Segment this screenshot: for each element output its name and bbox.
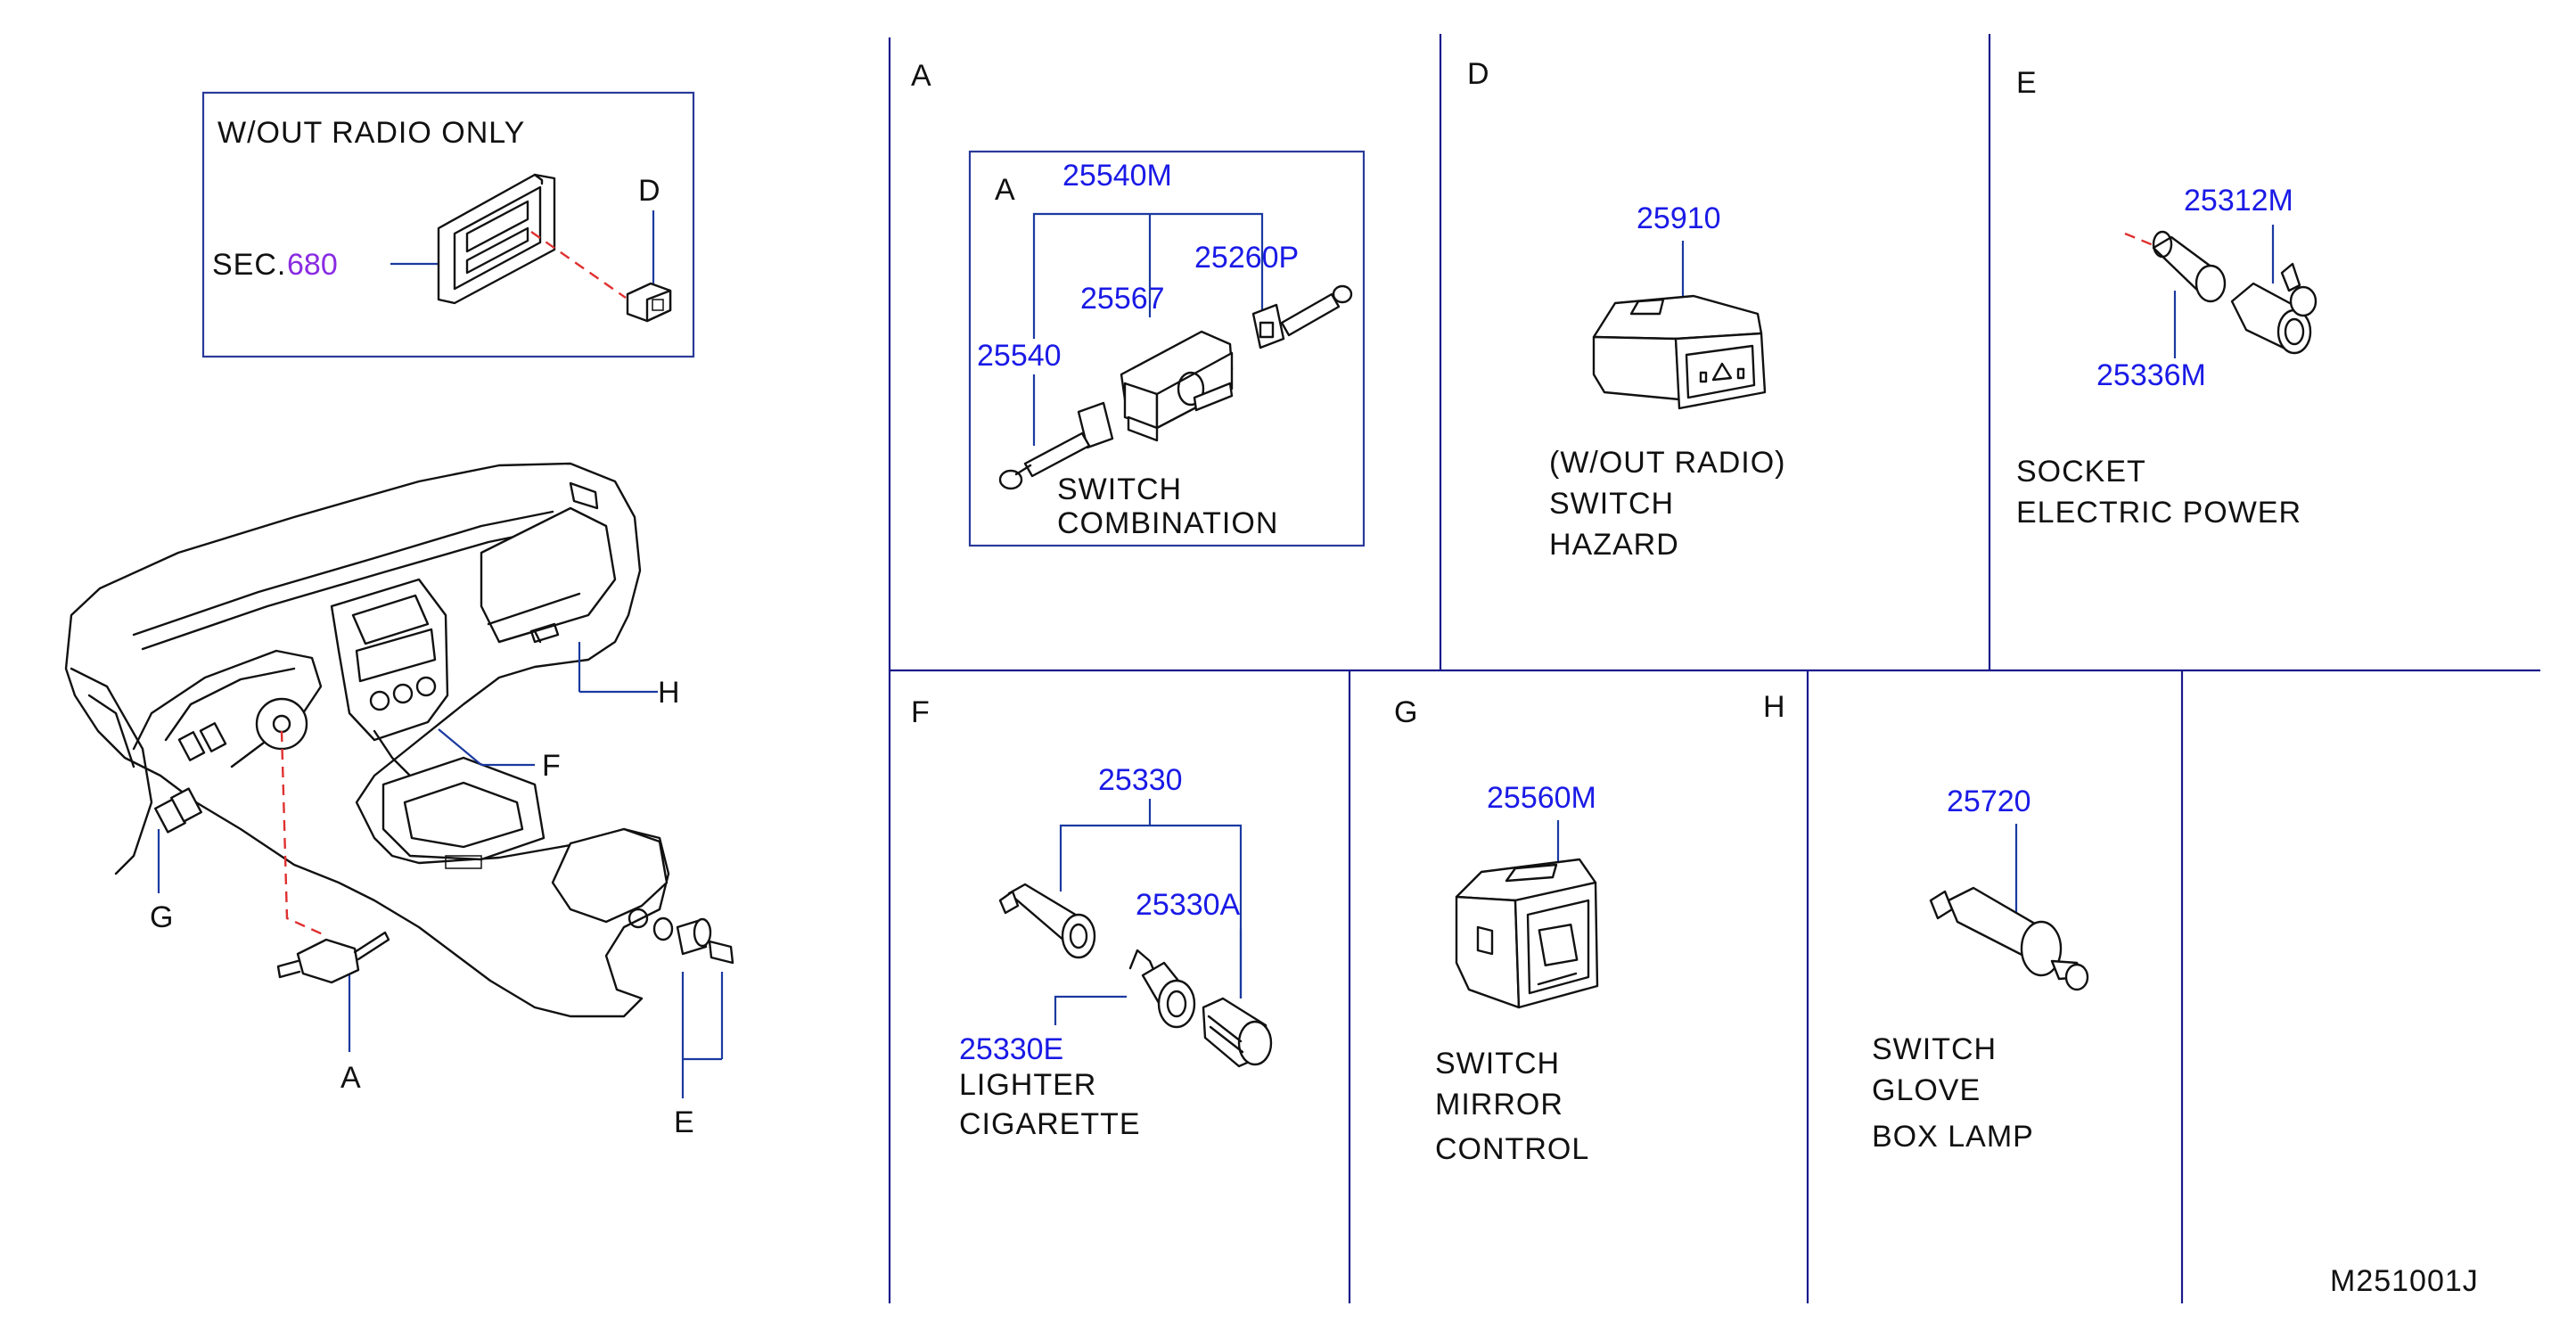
panel-h-name-line3: BOX LAMP — [1872, 1120, 2034, 1154]
dash-power-socket — [652, 916, 734, 965]
callout-g: G — [150, 900, 174, 934]
callout-a: A — [340, 1061, 362, 1095]
part-25330e[interactable]: 25330E — [959, 1032, 1063, 1066]
combination-switch-art — [998, 284, 1353, 490]
sec-number-link[interactable]: 680 — [287, 248, 338, 282]
part-25540[interactable]: 25540 — [977, 339, 1062, 373]
sec-prefix: SEC. — [212, 248, 286, 282]
part-25720[interactable]: 25720 — [1947, 785, 2031, 818]
inset-box: W/OUT RADIO ONLY SEC. 680 D — [201, 91, 695, 358]
mirror-control-switch-art — [1455, 858, 1599, 1009]
panel-a: A A 25540M 25260P 25567 25540 — [911, 59, 1366, 547]
panel-g-name-line3: CONTROL — [1435, 1132, 1589, 1166]
panel-grid — [888, 34, 2540, 1303]
panel-g-name-line2: MIRROR — [1435, 1088, 1563, 1122]
hazard-switch-art — [1592, 294, 1767, 410]
panel-f: F 25330 25330A 25330E LIGHTER CIGARETTE — [911, 695, 1273, 1141]
inset-title: W/OUT RADIO ONLY — [217, 116, 525, 150]
panel-h: H 25720 SWITCH GLOVE BOX LAMP — [1763, 690, 2089, 1154]
panel-g: G 25560M SWITCH MIRROR CONTROL — [1394, 695, 1599, 1166]
part-25567[interactable]: 25567 — [1080, 282, 1165, 316]
panel-g-tag: G — [1394, 695, 1418, 729]
panel-h-tag: H — [1763, 690, 1786, 724]
panel-f-name-line1: LIGHTER — [959, 1068, 1096, 1102]
panel-a-name-line2: COMBINATION — [1057, 506, 1278, 540]
panel-f-tag: F — [911, 695, 931, 729]
panel-d: D 25910 (W/OUT RADIO) SWITCH HAZARD — [1467, 57, 1785, 562]
panel-e-tag: E — [2016, 66, 2038, 100]
part-25540m[interactable]: 25540M — [1062, 159, 1172, 193]
panel-a-inner-tag: A — [995, 173, 1016, 207]
callout-h: H — [658, 676, 681, 710]
panel-d-name-line3: HAZARD — [1549, 528, 1679, 562]
part-25330a[interactable]: 25330A — [1136, 888, 1241, 922]
part-25330[interactable]: 25330 — [1098, 763, 1183, 797]
panel-a-name-line1: SWITCH — [1057, 472, 1182, 506]
panel-h-name-line2: GLOVE — [1872, 1073, 1981, 1107]
part-25312m[interactable]: 25312M — [2184, 184, 2293, 218]
part-25910[interactable]: 25910 — [1637, 201, 1721, 235]
part-25560m[interactable]: 25560M — [1487, 781, 1596, 815]
panel-g-name-line1: SWITCH — [1435, 1047, 1560, 1081]
instrument-panel-drawing — [64, 462, 734, 1098]
callout-f: F — [542, 749, 562, 783]
glove-box-lamp-switch-art — [1929, 886, 2089, 991]
cigarette-lighter-art — [998, 883, 1273, 1068]
part-25260p[interactable]: 25260P — [1194, 241, 1299, 275]
panel-e-name-line2: ELECTRIC POWER — [2016, 496, 2301, 530]
panel-e: E 25312M 25336M SOCKET ELECTRIC POWER — [2016, 66, 2318, 530]
panel-e-name-line1: SOCKET — [2016, 455, 2146, 489]
inset-callout-d: D — [638, 174, 661, 208]
panel-d-tag: D — [1467, 57, 1490, 91]
part-25336m[interactable]: 25336M — [2096, 358, 2206, 392]
panel-a-tag: A — [911, 59, 932, 93]
panel-d-name-line2: SWITCH — [1549, 487, 1674, 521]
radio-blank-panel — [437, 173, 556, 305]
panel-d-name-line1: (W/OUT RADIO) — [1549, 446, 1785, 480]
callout-e: E — [674, 1105, 695, 1139]
drawing-code: M251001J — [2330, 1264, 2479, 1298]
inset-hazard-switch — [626, 282, 672, 323]
power-socket-art — [2152, 230, 2318, 355]
panel-f-name-line2: CIGARETTE — [959, 1107, 1141, 1141]
dash-combination-switch — [276, 931, 390, 984]
panel-h-name-line1: SWITCH — [1872, 1032, 1997, 1066]
